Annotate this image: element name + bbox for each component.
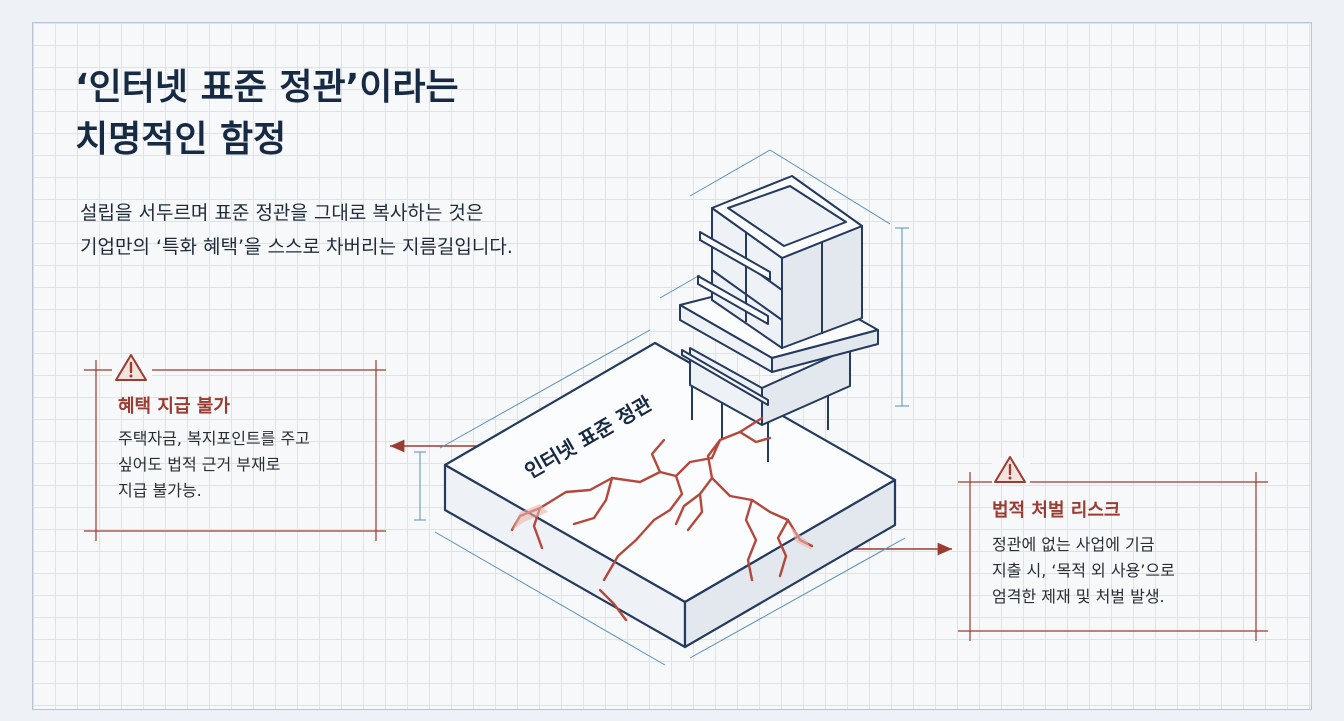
subtitle-line-1: 설립을 서두르며 표준 정관을 그대로 복사하는 것은 <box>80 202 484 224</box>
foundation-slab <box>443 341 897 649</box>
right-card-line-2: 지출 시, ‘목적 외 사용’으로 <box>992 561 1175 580</box>
warning-triangle-icon <box>115 354 147 381</box>
right-card-line-3: 엄격한 제재 및 처벌 발생. <box>992 587 1165 606</box>
left-card-body: 주택자금, 복지포인트를 주고 싶어도 법적 근거 부재로 지급 불가능. <box>118 426 310 504</box>
left-card-line-2: 싶어도 법적 근거 부재로 <box>118 455 281 474</box>
foundation-cracks-fill <box>512 504 812 550</box>
dimension-lines <box>414 149 909 666</box>
subtitle-line-2: 기업만의 ‘특화 혜택’을 스스로 차버리는 지름길입니다. <box>80 236 513 258</box>
left-card-title: 혜택 지급 불가 <box>118 396 230 417</box>
building <box>679 175 879 462</box>
right-card-body: 정관에 없는 사업에 기금 지출 시, ‘목적 외 사용’으로 엄격한 제재 및… <box>992 532 1175 610</box>
page-title: ‘인터넷 표준 정관’이라는 치명적인 함정 <box>75 62 459 166</box>
left-card-line-1: 주택자금, 복지포인트를 주고 <box>118 429 310 448</box>
title-line-1: ‘인터넷 표준 정관’이라는 <box>75 67 459 108</box>
right-card-line-1: 정관에 없는 사업에 기금 <box>992 535 1155 554</box>
title-line-2: 치명적인 함정 <box>75 119 287 160</box>
right-card-title: 법적 처벌 리스크 <box>992 500 1121 521</box>
warning-triangle-icon <box>994 456 1026 483</box>
left-card-line-3: 지급 불가능. <box>118 481 202 500</box>
page-subtitle: 설립을 서두르며 표준 정관을 그대로 복사하는 것은 기업만의 ‘특화 혜택’… <box>80 196 513 264</box>
